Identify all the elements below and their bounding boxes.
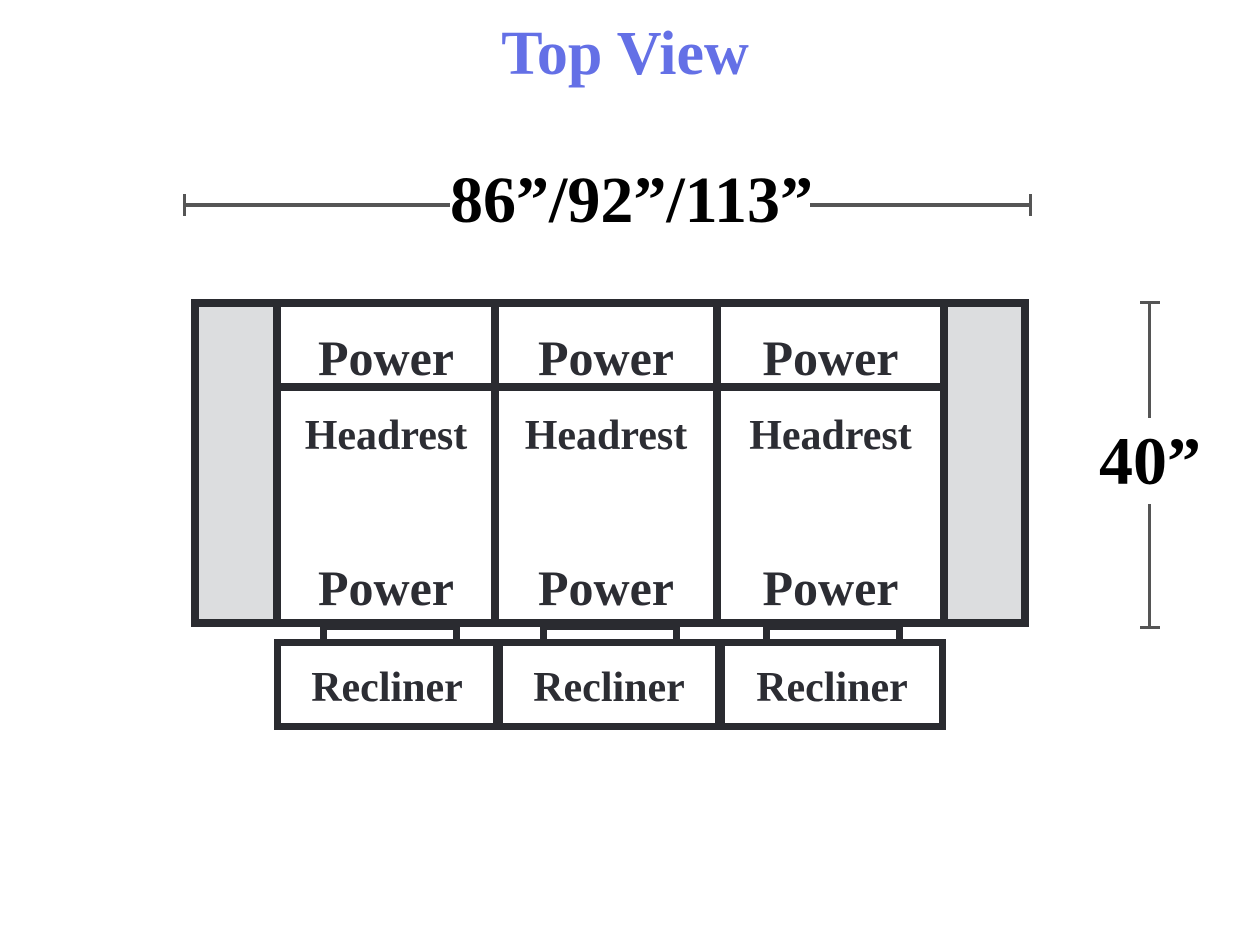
footrest-connector: [763, 623, 903, 641]
footrest-2-label: Recliner: [533, 665, 685, 711]
depth-dimension-label: 40”: [1090, 418, 1210, 504]
right-armrest: [940, 307, 1021, 619]
seat-divider: [713, 307, 721, 619]
footrest-1-label: Recliner: [311, 665, 463, 711]
footrest-1: [274, 639, 500, 730]
depth-dimension-top-tick: [1140, 301, 1160, 304]
seat-1-middle-label: Headrest: [304, 413, 468, 459]
footrest-3-label: Recliner: [756, 665, 908, 711]
seat-1-top-label: Power: [317, 330, 455, 386]
diagram-title: Top View: [501, 20, 749, 88]
headrest-divider-line: [273, 383, 946, 391]
seat-3-bottom-label: Power: [762, 560, 899, 616]
depth-dimension-bottom-tick: [1140, 626, 1160, 629]
footrest-connector: [320, 623, 460, 641]
left-armrest: [199, 307, 281, 619]
seat-2-top-label: Power: [537, 330, 675, 386]
width-dimension-label: 86”/92”/113”: [450, 162, 813, 240]
seat-3-top-label: Power: [762, 330, 899, 386]
seat-3-middle-label: Headrest: [749, 413, 912, 459]
footrest-3: [718, 639, 946, 730]
width-dimension-left-tick: [183, 194, 186, 216]
seat-divider: [491, 307, 499, 619]
seat-1-bottom-label: Power: [317, 560, 455, 616]
footrest-connector: [540, 623, 680, 641]
seat-2-bottom-label: Power: [537, 560, 675, 616]
seat-2-middle-label: Headrest: [524, 413, 688, 459]
width-dimension-right-tick: [1029, 194, 1032, 216]
